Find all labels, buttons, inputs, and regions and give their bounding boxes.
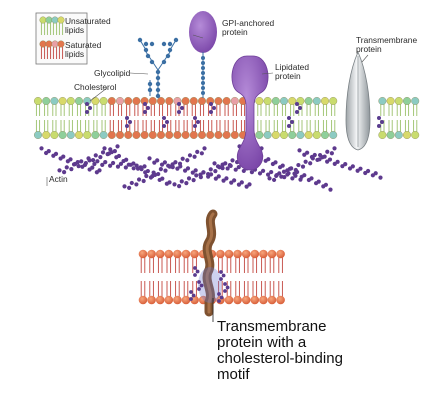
cbm-protein (198, 209, 222, 317)
cbm-label-line2: protein with a (217, 334, 307, 351)
labels: Unsaturated lipids Saturated lipids Glyc… (49, 16, 417, 184)
legend (35, 12, 88, 65)
cbm-labels: Transmembrane protein with a cholesterol… (217, 318, 343, 383)
lipidated-label-line1: Lipidated (275, 62, 309, 72)
legend-unsaturated-line2: lipids (65, 25, 84, 35)
legend-unsaturated-swatch (39, 16, 65, 35)
lipidated-label-line2: protein (275, 71, 301, 81)
legend-saturated-line1: Saturated (65, 40, 102, 50)
transmembrane-label-line1: Transmembrane (356, 35, 417, 45)
gpi-anchored-protein (189, 11, 217, 98)
cbm-label-line3: cholesterol-binding (217, 350, 343, 367)
cholesterol-molecules (85, 102, 384, 128)
glycolipid-label: Glycolipid (94, 68, 131, 78)
cbm-label-line4: motif (217, 366, 250, 383)
legend-unsaturated-line1: Unsaturated (65, 16, 111, 26)
cbm-label-line1: Transmembrane (217, 318, 326, 335)
gpi-label-line1: GPI-anchored (222, 18, 274, 28)
cholesterol-label: Cholesterol (74, 82, 117, 92)
glycolipid (137, 37, 179, 99)
actin-label: Actin (49, 174, 68, 184)
lipidated-protein (231, 55, 269, 171)
transmembrane-protein (345, 51, 371, 151)
legend-saturated-line2: lipids (65, 49, 84, 59)
gpi-label-line2: protein (222, 27, 248, 37)
transmembrane-label-line2: protein (356, 44, 382, 54)
legend-saturated-swatch (39, 40, 65, 59)
cbm-cholesterols (189, 266, 230, 303)
leader-lines (46, 34, 369, 186)
